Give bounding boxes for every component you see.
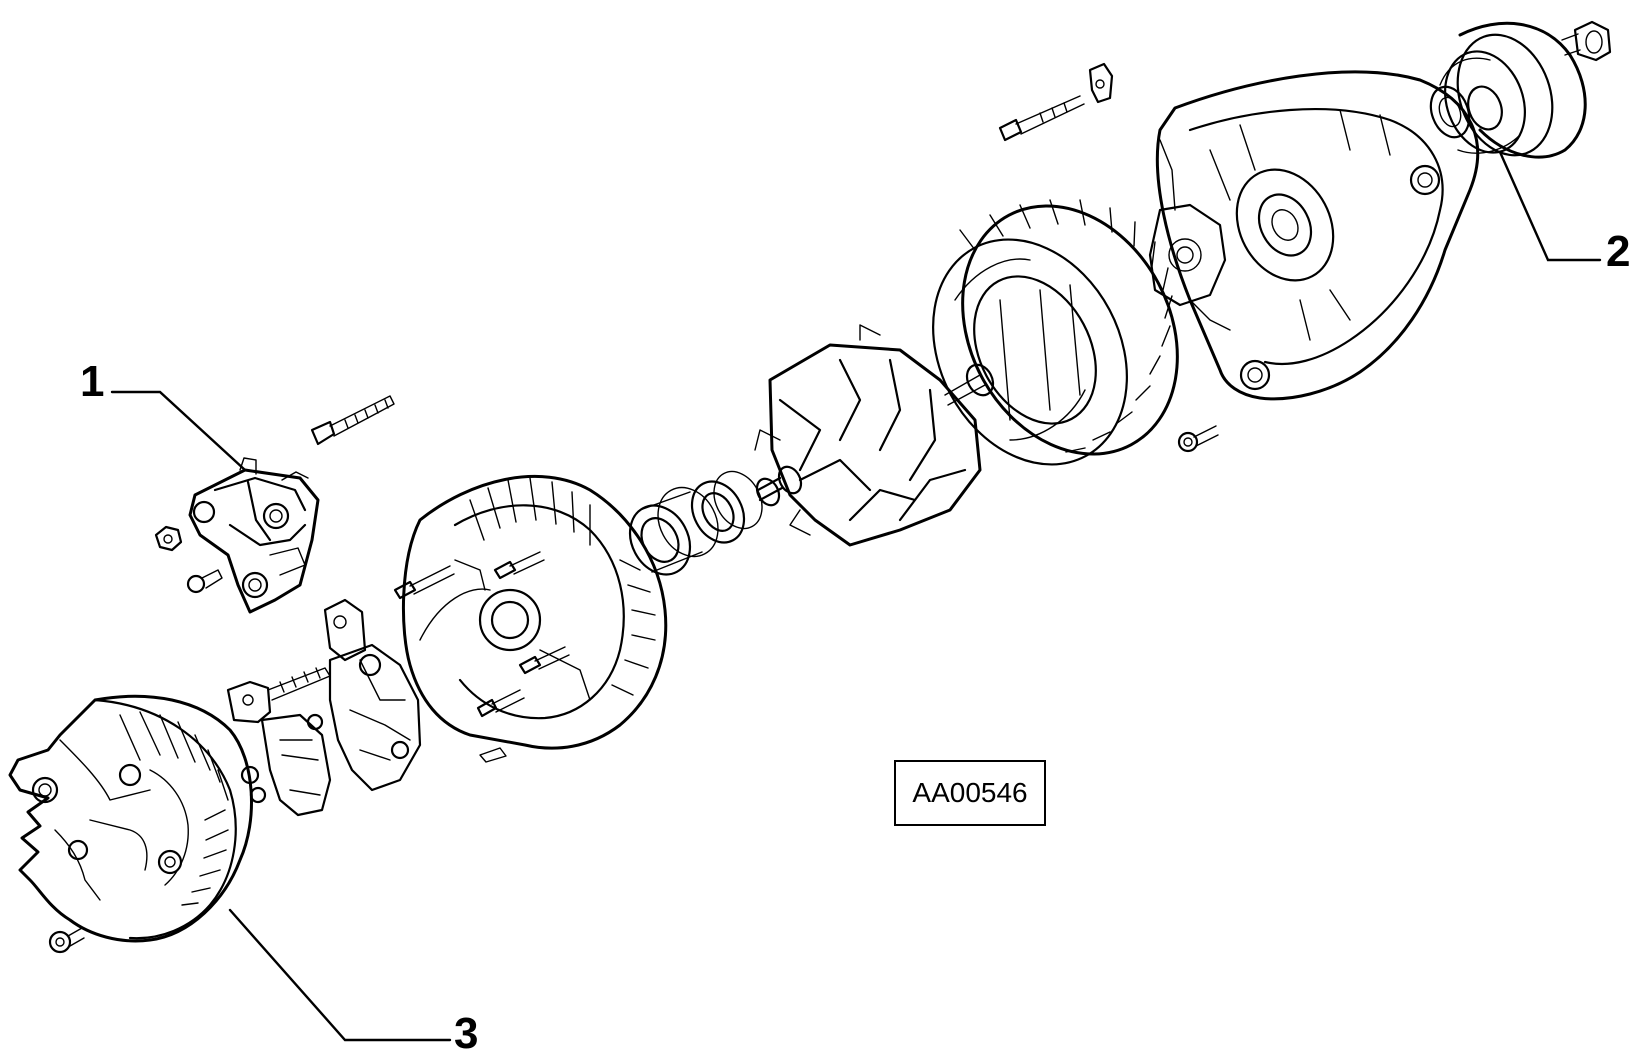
small-screw-right	[1177, 425, 1219, 453]
rotor	[754, 324, 995, 547]
leader-line-1	[110, 390, 247, 472]
stator	[932, 199, 1179, 466]
rectifier-bridge	[226, 598, 422, 817]
reference-code-box: AA00546	[894, 760, 1046, 826]
pulley	[1429, 20, 1612, 159]
rear-cover	[8, 694, 253, 954]
voltage-regulator	[188, 457, 320, 614]
top-long-screw	[998, 62, 1114, 142]
callout-label-2: 2	[1606, 227, 1630, 276]
leader-line-2	[1498, 150, 1602, 262]
callout-label-1: 1	[80, 357, 104, 406]
bearing-large	[628, 486, 719, 576]
slip-ring-end-housing	[393, 475, 668, 763]
bearing-small	[690, 470, 763, 544]
callout-label-3: 3	[454, 1009, 478, 1052]
regulator-fasteners	[154, 525, 223, 594]
regulator-long-screw	[310, 395, 395, 446]
reference-code: AA00546	[912, 777, 1028, 808]
drive-end-housing	[1148, 70, 1480, 401]
leader-line-3	[228, 908, 452, 1042]
